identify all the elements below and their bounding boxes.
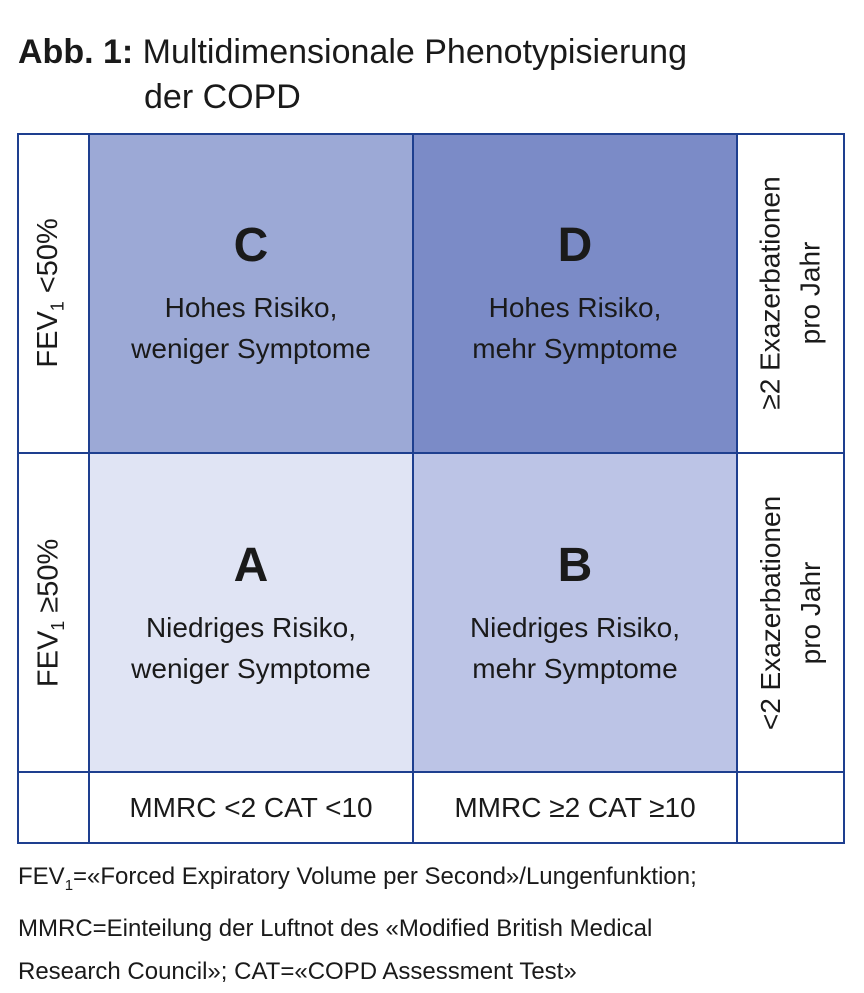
- quadrant-a-letter: A: [233, 538, 269, 592]
- right-label-bottom: <2 Exazerbationen pro Jahr: [737, 453, 845, 772]
- cell-c-bg: [89, 134, 413, 453]
- right-label-top-line1: ≥2 Exazerbationen: [755, 176, 787, 410]
- copd-matrix: FEV1 <50% FEV1 ≥50% C Hohes Risiko, weni…: [17, 133, 845, 844]
- figure-caption: FEV1=«Forced Expiratory Volume per Secon…: [18, 855, 848, 993]
- right-label-bottom-line1: <2 Exazerbationen: [755, 495, 786, 730]
- quadrant-d-line1: Hohes Risiko,: [488, 292, 662, 323]
- quadrant-b-letter: B: [557, 538, 593, 592]
- quadrant-d-letter: D: [557, 219, 593, 272]
- quadrant-b-line1: Niedriges Risiko,: [469, 611, 681, 643]
- quadrant-c-line1: Hohes Risiko,: [164, 292, 338, 323]
- right-label-bottom-line2: pro Jahr: [795, 561, 826, 664]
- cell-d-bg: [413, 134, 737, 453]
- quadrant-a: A Niedriges Risiko, weniger Symptome: [89, 453, 413, 772]
- quadrant-a-line1: Niedriges Risiko,: [145, 611, 357, 643]
- right-label-top: ≥2 Exazerbationen pro Jahr: [737, 133, 845, 453]
- quadrant-b-line2: mehr Symptome: [472, 652, 678, 684]
- quadrant-c: C Hohes Risiko, weniger Symptome: [89, 133, 413, 453]
- figure-title: Abb. 1: Multidimensionale Phenotypisieru…: [18, 30, 687, 120]
- figure-title-line1: Multidimensionale Phenotypisierung: [142, 33, 687, 71]
- cell-b-bg: [413, 453, 737, 772]
- right-label-top-line2: pro Jahr: [795, 241, 827, 345]
- left-label-top: FEV1 <50%: [32, 218, 68, 368]
- matrix-grid-lines: [17, 133, 845, 844]
- grid-lines: [17, 133, 845, 844]
- quadrant-d-line2: mehr Symptome: [472, 333, 678, 364]
- quadrant-a-line2: weniger Symptome: [131, 652, 371, 684]
- cell-a-bg: [89, 453, 413, 772]
- bottom-label-left: MMRC <2 CAT <10: [129, 792, 373, 823]
- caption-line1: FEV1=«Forced Expiratory Volume per Secon…: [18, 863, 697, 894]
- figure-title-line2: der COPD: [144, 78, 301, 116]
- quadrant-c-line2: weniger Symptome: [131, 333, 371, 364]
- quadrant-b: B Niedriges Risiko, mehr Symptome: [413, 453, 737, 772]
- left-label-bottom: FEV1 ≥50%: [32, 538, 68, 687]
- bottom-label-right: MMRC ≥2 CAT ≥10: [454, 792, 696, 823]
- quadrant-c-letter: C: [233, 219, 269, 272]
- quadrant-d: D Hohes Risiko, mehr Symptome: [413, 133, 737, 453]
- caption-line2: MMRC=Einteilung der Luftnot des «Modifie…: [18, 914, 653, 942]
- caption-line3: Research Council»; CAT=«COPD Assessment …: [18, 957, 577, 985]
- figure-label: Abb. 1:: [18, 33, 134, 71]
